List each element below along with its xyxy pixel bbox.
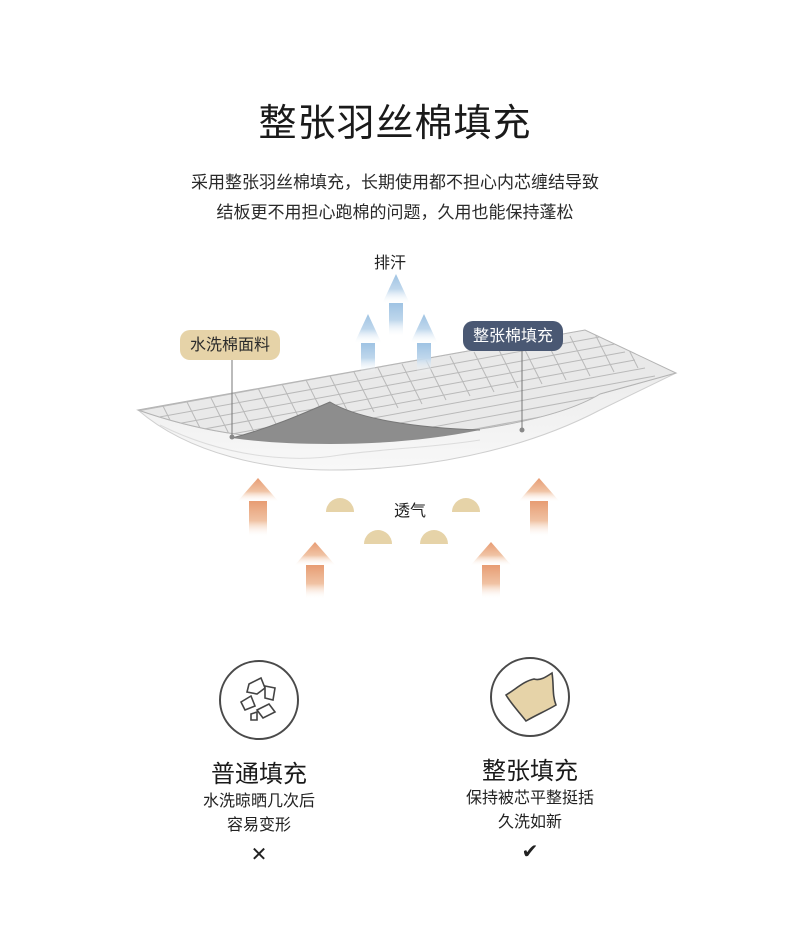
full-fill-line-1: 保持被芯平整挺括 bbox=[465, 788, 594, 807]
ordinary-fill-title: 普通填充 bbox=[211, 760, 307, 788]
ordinary-fill-badge bbox=[219, 660, 299, 740]
heat-arrow-3 bbox=[470, 542, 512, 599]
sweat-arrow-center bbox=[382, 274, 410, 337]
cotton-fabric-tag: 水洗棉面料 bbox=[180, 330, 281, 360]
sweat-arrow-right bbox=[410, 314, 438, 373]
ordinary-fill-card: 普通填充 水洗晾晒几次后 容易变形 ✕ bbox=[159, 660, 359, 865]
page-title: 整张羽丝棉填充 bbox=[258, 101, 532, 145]
ordinary-fill-line-2: 容易变形 bbox=[226, 815, 291, 834]
breathable-label: 透气 bbox=[393, 501, 426, 520]
bump-4 bbox=[420, 530, 448, 544]
fragments-icon bbox=[239, 676, 277, 721]
full-fill-card: 整张填充 保持被芯平整挺括 久洗如新 ✔ bbox=[430, 657, 630, 862]
fill-layer bbox=[232, 402, 480, 444]
check-mark-icon: ✔ bbox=[521, 839, 539, 863]
bump-3 bbox=[364, 530, 392, 544]
sweat-label: 排汗 bbox=[373, 253, 406, 272]
description-line-2: 结板更不用担心跑棉的问题，久用也能保持蓬松 bbox=[216, 203, 574, 223]
ordinary-fill-line-1: 水洗晾晒几次后 bbox=[202, 791, 315, 810]
cross-mark-icon: ✕ bbox=[250, 842, 268, 866]
full-fill-badge bbox=[490, 657, 570, 737]
sweat-arrow-left bbox=[354, 314, 382, 373]
bump-1 bbox=[326, 498, 354, 512]
description-line-1: 采用整张羽丝棉填充，长期使用都不担心内芯缠结导致 bbox=[191, 173, 599, 193]
full-fill-tag: 整张棉填充 bbox=[463, 321, 564, 351]
bump-2 bbox=[452, 498, 480, 512]
full-fill-line-2: 久洗如新 bbox=[497, 812, 562, 831]
flat-sheet-icon bbox=[504, 671, 557, 723]
heat-arrow-4 bbox=[518, 478, 560, 537]
heat-arrow-2 bbox=[294, 542, 336, 599]
heat-arrow-1 bbox=[237, 478, 279, 537]
full-fill-title: 整张填充 bbox=[482, 757, 578, 785]
